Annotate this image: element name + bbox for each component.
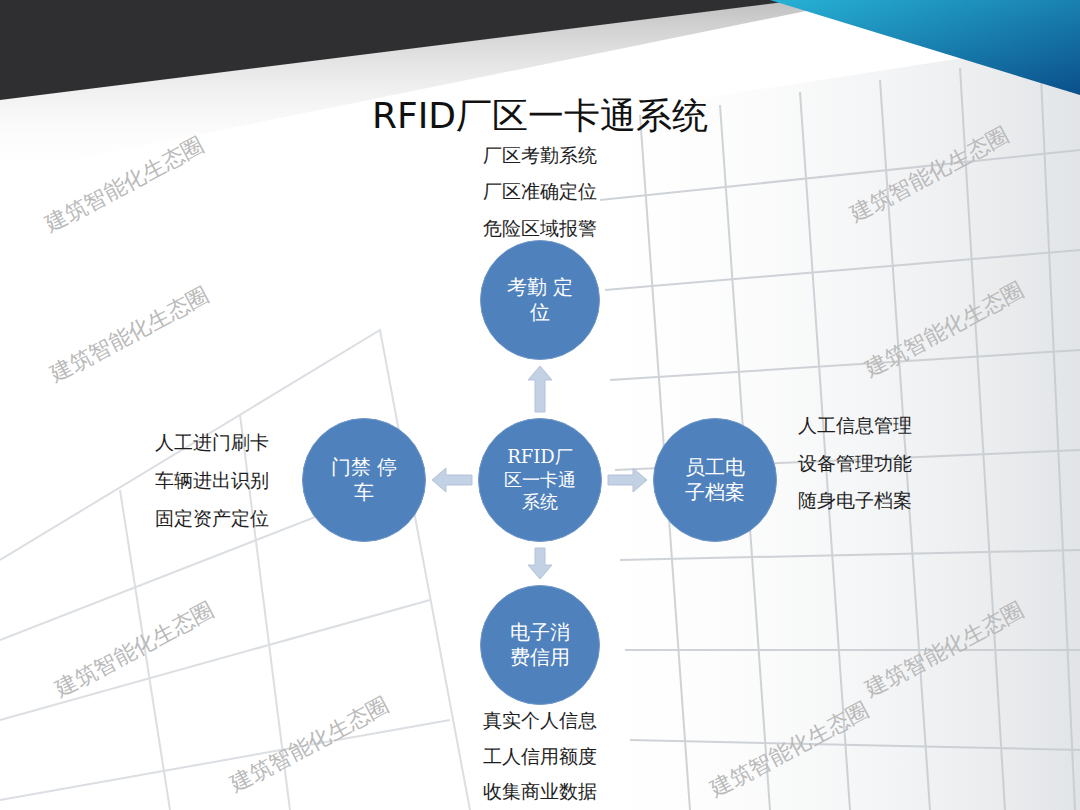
circle-node: 电子消费信用: [480, 585, 600, 705]
block-arrow: [608, 468, 647, 492]
watermark: 建筑智能化生态圈: [226, 692, 394, 798]
feature-item: 人工信息管理: [798, 414, 912, 437]
node-label: 电子消费信用: [504, 620, 576, 670]
node-label: 门禁 停车: [328, 455, 400, 505]
block-arrow: [528, 548, 552, 579]
feature-item: 随身电子档案: [798, 489, 912, 512]
watermark: 建筑智能化生态圈: [51, 597, 219, 703]
block-arrow: [432, 468, 472, 492]
diagram-title: RFID厂区一卡通系统: [0, 92, 1080, 141]
block-arrow: [528, 366, 552, 412]
feature-item: 人工进门刷卡: [155, 431, 269, 454]
feature-item: 收集商业数据: [483, 780, 597, 803]
watermark: 建筑智能化生态圈: [861, 597, 1029, 703]
node-label: 员工电子档案: [679, 455, 751, 505]
circle-node: 考勤 定位: [480, 240, 600, 360]
feature-item: 设备管理功能: [798, 452, 912, 475]
node-label: 考勤 定位: [504, 275, 576, 325]
feature-item: 厂区准确定位: [483, 180, 597, 203]
feature-item: 厂区考勤系统: [483, 144, 597, 167]
feature-item: 工人信用额度: [483, 745, 597, 768]
watermark: 建筑智能化生态圈: [41, 132, 209, 238]
node-label: RFID厂区一卡通系统: [504, 446, 576, 514]
circle-node: RFID厂区一卡通系统: [478, 418, 602, 542]
watermark: 建筑智能化生态圈: [46, 282, 214, 388]
feature-item: 固定资产定位: [155, 507, 269, 530]
watermark: 建筑智能化生态圈: [861, 277, 1029, 383]
watermark: 建筑智能化生态圈: [706, 697, 874, 803]
circle-node: 门禁 停车: [302, 418, 426, 542]
feature-item: 真实个人信息: [483, 709, 597, 732]
circle-node: 员工电子档案: [653, 418, 777, 542]
feature-item: 危险区域报警: [483, 217, 597, 240]
watermark: 建筑智能化生态圈: [846, 122, 1014, 228]
feature-item: 车辆进出识别: [155, 469, 269, 492]
